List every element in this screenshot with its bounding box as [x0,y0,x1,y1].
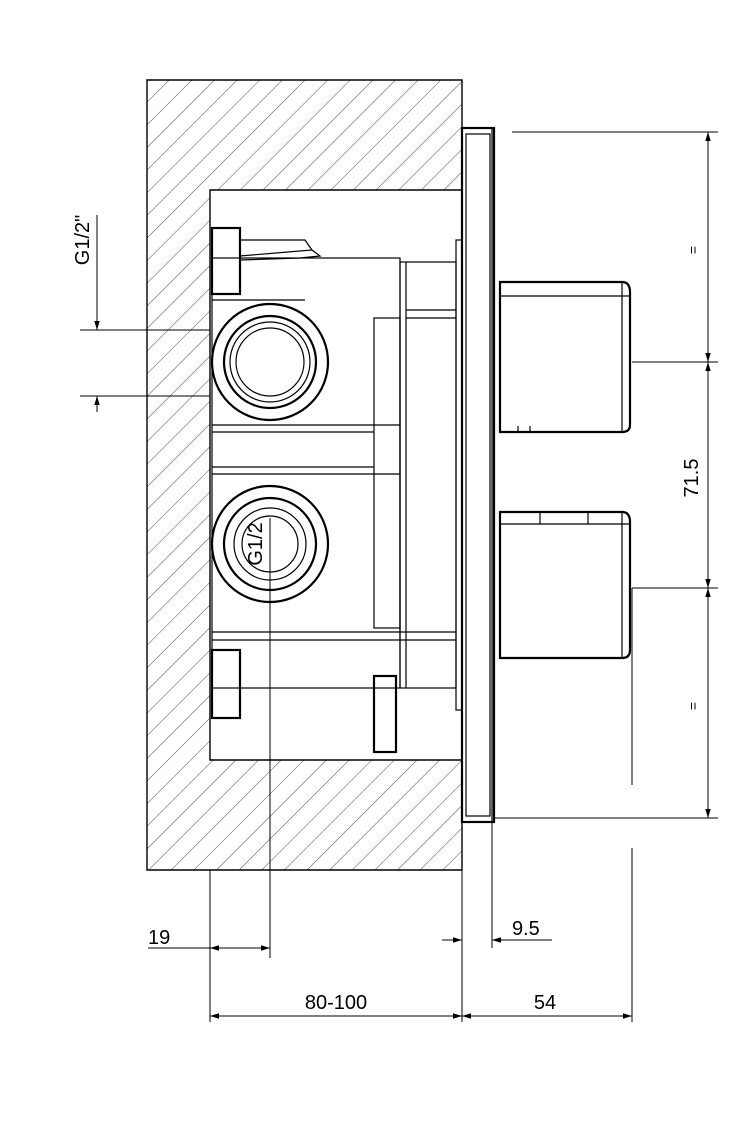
dim-depth: 80-100 54 [210,848,633,1022]
wall-section [146,79,463,871]
cover-plate [460,126,496,824]
dim-thread-top: G1/2" [72,215,210,412]
label-depth: 80-100 [305,992,367,1014]
label-thread-top: G1/2" [72,215,94,265]
label-offset-19: 19 [148,927,170,949]
dim-vertical-right: = 71.5 = [494,131,718,819]
dim-plate-95: 9.5 [442,822,552,1022]
upper-handle [498,280,632,434]
upper-port [210,302,330,422]
dim-offset-19: 19 [148,518,271,1022]
label-thread-port: G1/2 [245,522,267,565]
label-equal-bottom: = [685,702,701,710]
label-plate-95: 9.5 [512,918,540,940]
valve-body [210,226,463,754]
label-projection: 54 [534,992,556,1014]
lower-handle [498,510,632,660]
label-equal-top: = [685,246,701,254]
label-spacing: 71.5 [681,459,703,498]
